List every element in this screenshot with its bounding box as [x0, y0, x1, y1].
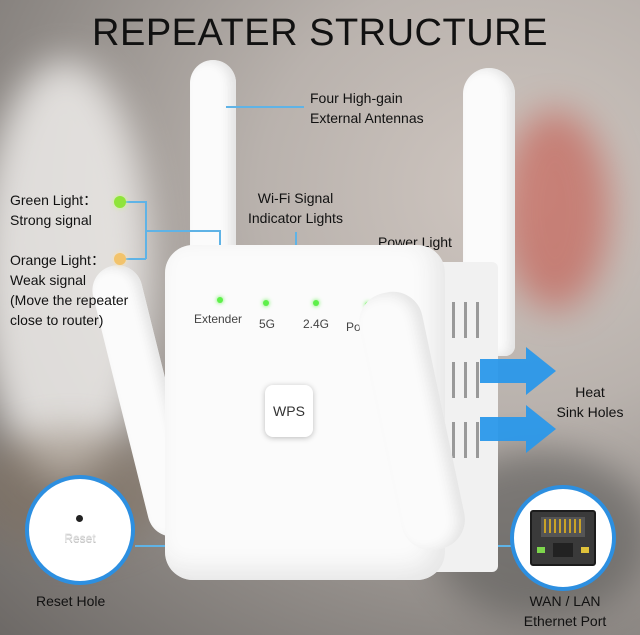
extender-led: [217, 297, 223, 303]
24g-label: 2.4G: [303, 317, 330, 331]
heat-arrows: [480, 347, 556, 453]
ethernet-port-icon[interactable]: [529, 507, 597, 569]
heat-arrow-lower: [480, 405, 556, 453]
green-light-line: [124, 201, 146, 203]
heat-arrow-upper: [480, 347, 556, 395]
5g-label: 5G: [259, 317, 276, 331]
reset-hole-zoom: Reset: [25, 475, 135, 585]
ethernet-port-zoom: [510, 485, 616, 591]
reset-hole-label: Reset Hole: [36, 593, 106, 609]
5g-led: [263, 300, 269, 306]
status-light-horizontal: [145, 230, 220, 232]
24g-led: [313, 300, 319, 306]
orange-light-dot: [114, 253, 126, 265]
wps-button[interactable]: WPS: [265, 385, 313, 437]
green-light-dot: [114, 196, 126, 208]
extender-label: Extender: [194, 312, 243, 326]
reset-hole-icon[interactable]: [76, 515, 83, 522]
green-light-label: Green Light：Strong signal: [10, 192, 98, 228]
orange-light-line: [124, 258, 146, 260]
page-title: REPEATER STRUCTURE: [92, 12, 548, 54]
orange-light-label: Orange Light：Weak signal(Move the repeat…: [10, 252, 129, 328]
reset-engraving: Reset: [64, 531, 96, 545]
reset-line: [135, 545, 177, 547]
antenna-callout-line: [226, 106, 304, 108]
antenna-left-back: [190, 60, 236, 260]
